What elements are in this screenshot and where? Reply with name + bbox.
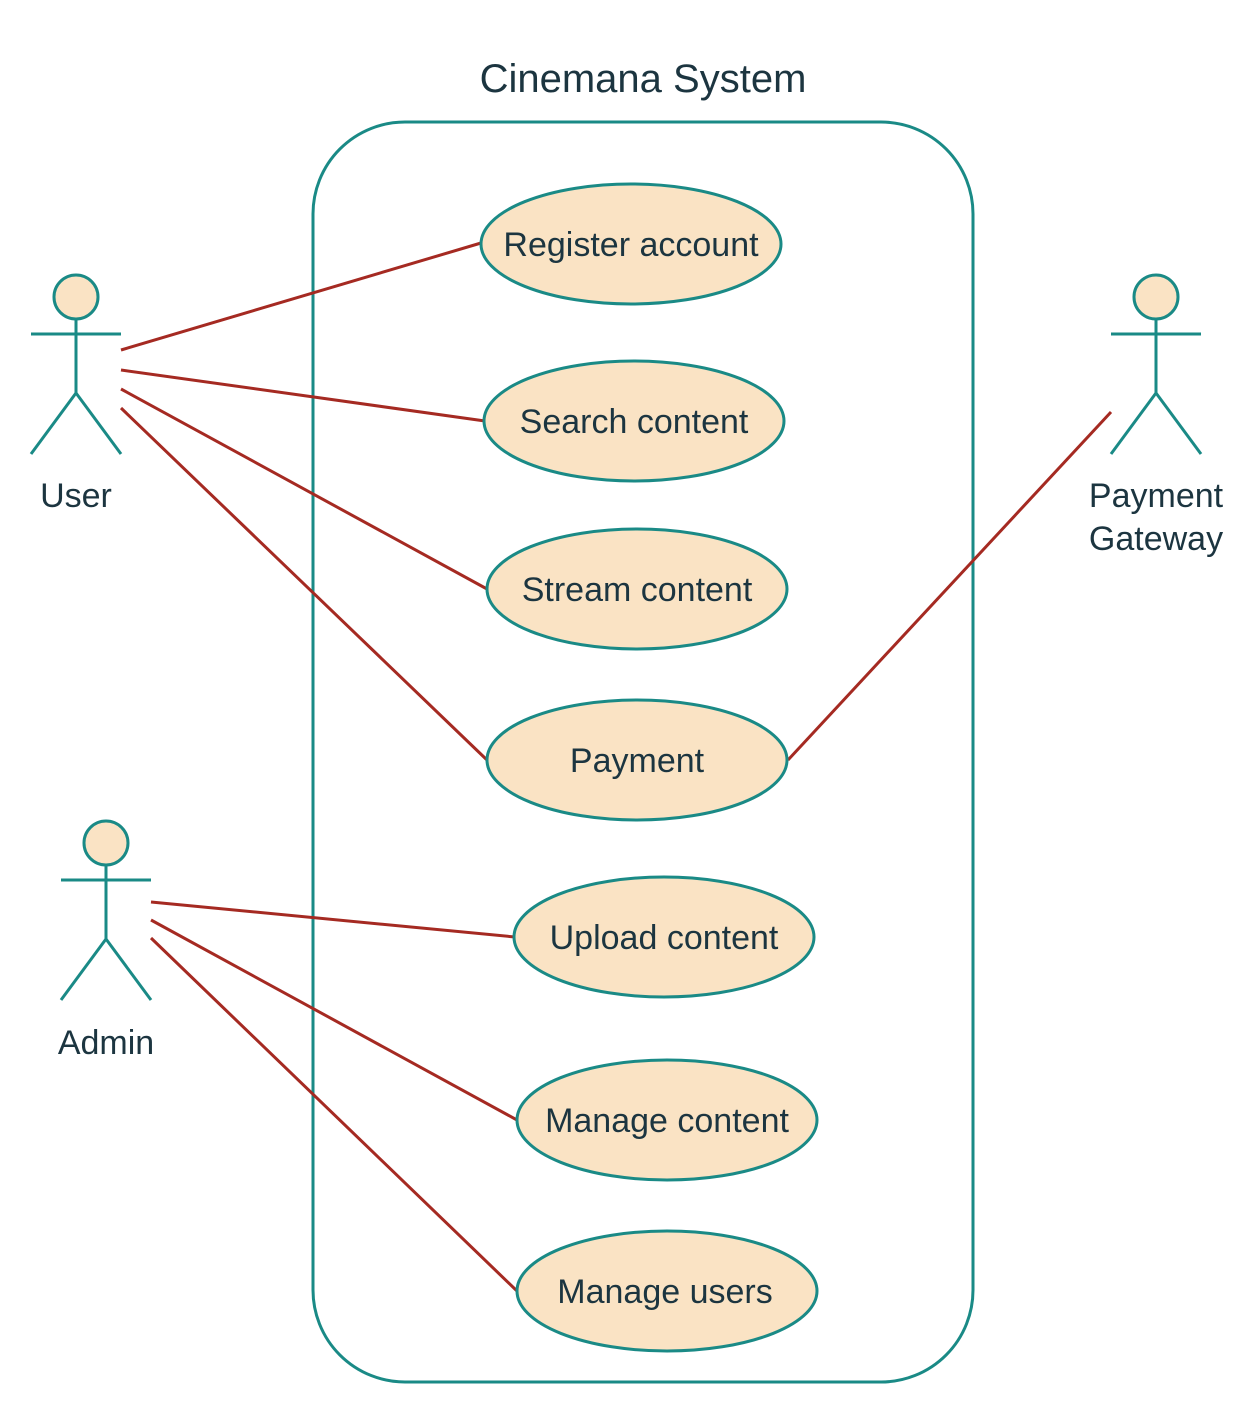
use-case-ellipse [485, 698, 789, 822]
use-case-label: Payment [570, 742, 705, 780]
use-case-label: Search content [520, 403, 749, 441]
associations [119, 241, 1113, 1293]
actor-leg-icon [59, 938, 108, 1001]
actor-head-icon [1132, 273, 1180, 321]
actor-label-line-1: Payment [1089, 477, 1224, 515]
actor-label: User [40, 477, 112, 515]
actor-label-line-2: Gateway [1089, 520, 1223, 558]
system-title: Cinemana System [480, 57, 807, 101]
actor-head-icon [52, 273, 100, 321]
system-boundary [311, 120, 975, 1384]
actor-leg-icon [1109, 392, 1158, 455]
use-case-upload: Upload content [512, 875, 816, 999]
actor-label: Admin [58, 1024, 154, 1062]
association-admin-manage-users [149, 936, 519, 1293]
actor-user: User [29, 273, 123, 515]
use-case-ellipse [485, 527, 789, 651]
use-case-stream: Stream content [485, 527, 789, 651]
actor-leg-icon [74, 392, 123, 455]
use-case-payment: Payment [485, 698, 789, 822]
association-admin-upload [150, 900, 516, 939]
association-user-register [120, 241, 482, 352]
use-case-ellipse [515, 1058, 819, 1182]
use-case-label: Manage users [557, 1273, 772, 1311]
use-case-ellipse [512, 875, 816, 999]
actor-leg-icon [1154, 392, 1203, 455]
association-gateway-payment [786, 410, 1113, 762]
actor-leg-icon [29, 392, 78, 455]
association-user-payment [119, 406, 489, 762]
use-case-label: Manage content [545, 1102, 789, 1140]
association-admin-manage-content [150, 918, 518, 1122]
use-case-ellipse [515, 1229, 819, 1353]
use-case-label: Stream content [522, 571, 753, 609]
association-user-search [120, 368, 486, 423]
use-case-manage-content: Manage content [515, 1058, 819, 1182]
actor-payment-gateway: Payment Gateway [1089, 273, 1224, 558]
use-case-search: Search content [482, 359, 786, 483]
actor-leg-icon [104, 938, 153, 1001]
use-case-label: Upload content [550, 919, 779, 957]
use-case-ellipse [479, 182, 783, 306]
use-case-label: Register account [503, 226, 759, 264]
use-case-register: Register account [479, 182, 783, 306]
use-case-manage-users: Manage users [515, 1229, 819, 1353]
use-case-ellipse [482, 359, 786, 483]
actor-admin: Admin [58, 819, 154, 1062]
association-user-stream [120, 387, 488, 591]
actor-head-icon [82, 819, 130, 867]
